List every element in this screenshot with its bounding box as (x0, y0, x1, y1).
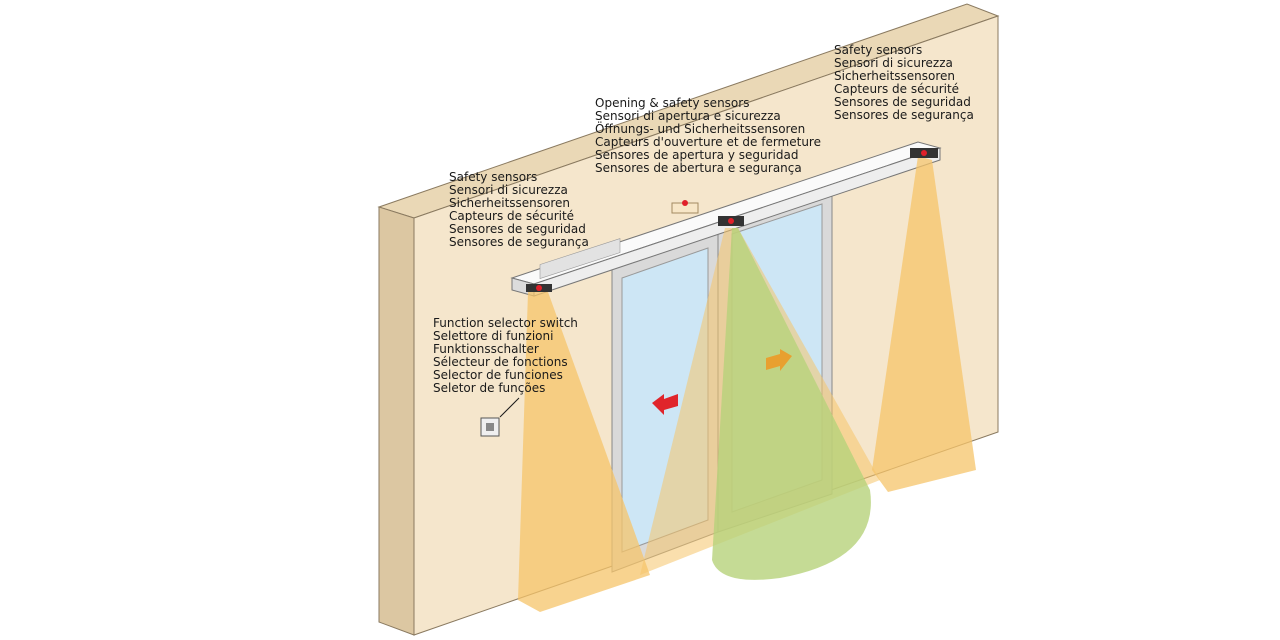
wall-side (378, 206, 415, 636)
arrow-right-icon (766, 349, 792, 371)
opening-beam (712, 228, 871, 580)
safety-beam-left (518, 292, 650, 612)
label-function-selector: Function selector switch Selettore di fu… (433, 316, 578, 395)
label-opening-sensors: Opening & safety sensors Sensori di aper… (595, 96, 821, 175)
safety-beam-right (872, 156, 976, 492)
sensor-left (526, 284, 552, 292)
label-safety-right: Safety sensors Sensori di sicurezza Sich… (834, 43, 974, 122)
sensor-red-dot (536, 285, 542, 291)
arrow-left-icon (652, 394, 678, 415)
sensor-right (910, 148, 938, 158)
label-safety-left: Safety sensors Sensori di sicurezza Sich… (449, 170, 589, 249)
selector-leader-line (499, 397, 520, 418)
switch-icon (480, 417, 500, 437)
sensor-middle (718, 216, 744, 226)
sensor-indicator (671, 200, 699, 214)
